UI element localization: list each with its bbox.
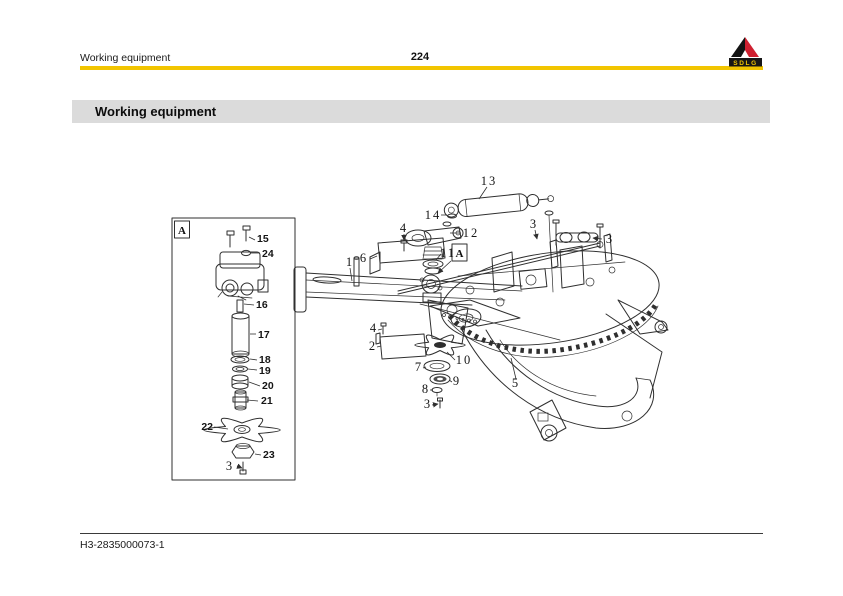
detail-nut-23 xyxy=(231,443,255,459)
bearing-9 xyxy=(429,373,451,385)
detail-shaft-16 xyxy=(236,299,244,313)
header-section-title: Working equipment xyxy=(80,52,171,64)
detail-washer-19 xyxy=(232,365,248,373)
callout-17: 17 xyxy=(258,329,270,341)
callout-21: 21 xyxy=(261,395,273,407)
callout-5: 5 xyxy=(512,376,520,390)
logo-box xyxy=(729,58,762,67)
callout-3-right: 3 xyxy=(606,232,614,246)
callout-14: 14 xyxy=(425,208,442,222)
detail-star-wheel-22 xyxy=(203,417,281,443)
detail-ref-a: A xyxy=(437,243,468,274)
bolt-3-bottom xyxy=(437,397,443,409)
detail-bushing-20 xyxy=(231,374,249,390)
detail-view-a: A xyxy=(171,217,296,481)
callout-18: 18 xyxy=(259,354,271,366)
detail-gearbox xyxy=(215,251,269,301)
washer-7 xyxy=(423,360,451,372)
detail-ref-label: A xyxy=(456,248,464,260)
detail-bolt-3 xyxy=(239,461,247,475)
callout-1: 1 xyxy=(346,255,354,269)
footer-rule xyxy=(80,533,763,534)
page-number: 224 xyxy=(410,51,430,63)
universal-joint xyxy=(419,274,443,303)
section-title-bar: Working equipment xyxy=(72,100,770,123)
main-leader-lines xyxy=(349,186,603,408)
callout-12: 12 xyxy=(463,226,480,240)
detail-shaft-21 xyxy=(232,389,249,411)
bearing-11 xyxy=(422,259,444,275)
callout-2: 2 xyxy=(369,339,377,353)
logo-triangle-right xyxy=(745,37,759,57)
callout-20: 20 xyxy=(262,380,274,392)
sdlg-logo: SDLG xyxy=(729,37,762,67)
hydraulic-cylinder-13 xyxy=(443,193,555,218)
callout-24: 24 xyxy=(262,248,274,260)
detail-washer-19-inner xyxy=(235,367,245,371)
callout-23: 23 xyxy=(263,449,275,461)
callout-3-detail: 3 xyxy=(226,459,234,473)
plate-2 xyxy=(375,322,427,360)
callout-3-bottom: 3 xyxy=(424,397,432,411)
callout-19: 19 xyxy=(259,365,271,377)
detail-box-label: A xyxy=(178,225,186,237)
star-gear-10 xyxy=(414,334,466,356)
callout-3-top: 3 xyxy=(530,217,538,231)
detail-bolts xyxy=(226,225,251,257)
callout-8: 8 xyxy=(422,382,430,396)
callout-4-upper: 4 xyxy=(400,221,408,235)
logo-text: SDLG xyxy=(733,60,757,67)
disc-assembly-5 xyxy=(429,245,669,358)
callout-6: 6 xyxy=(360,251,368,265)
callout-22: 22 xyxy=(201,421,213,433)
logo-triangle-notch xyxy=(741,50,749,57)
callout-9: 9 xyxy=(453,374,461,388)
section-title: Working equipment xyxy=(95,104,217,119)
auger-spiral xyxy=(461,313,663,442)
callout-16: 16 xyxy=(256,299,268,311)
detail-ring-18-inner xyxy=(234,357,246,362)
callout-11: 11 xyxy=(440,246,456,260)
detail-ring-18 xyxy=(230,355,250,364)
callout-7: 7 xyxy=(415,360,423,374)
logo-triangle-left xyxy=(731,37,745,57)
detail-leader-lines xyxy=(213,236,262,469)
header-yellow-rule xyxy=(80,66,763,70)
footer-doc-code: H3-2835000073-1 xyxy=(80,539,165,551)
pin-8 xyxy=(431,387,443,397)
callout-4-lower: 4 xyxy=(370,321,378,335)
callout-10: 10 xyxy=(456,353,473,367)
detail-cylinder-17 xyxy=(231,312,250,358)
top-bracket-bolts xyxy=(549,219,613,269)
callout-13: 13 xyxy=(481,174,498,188)
callout-15: 15 xyxy=(257,233,269,245)
